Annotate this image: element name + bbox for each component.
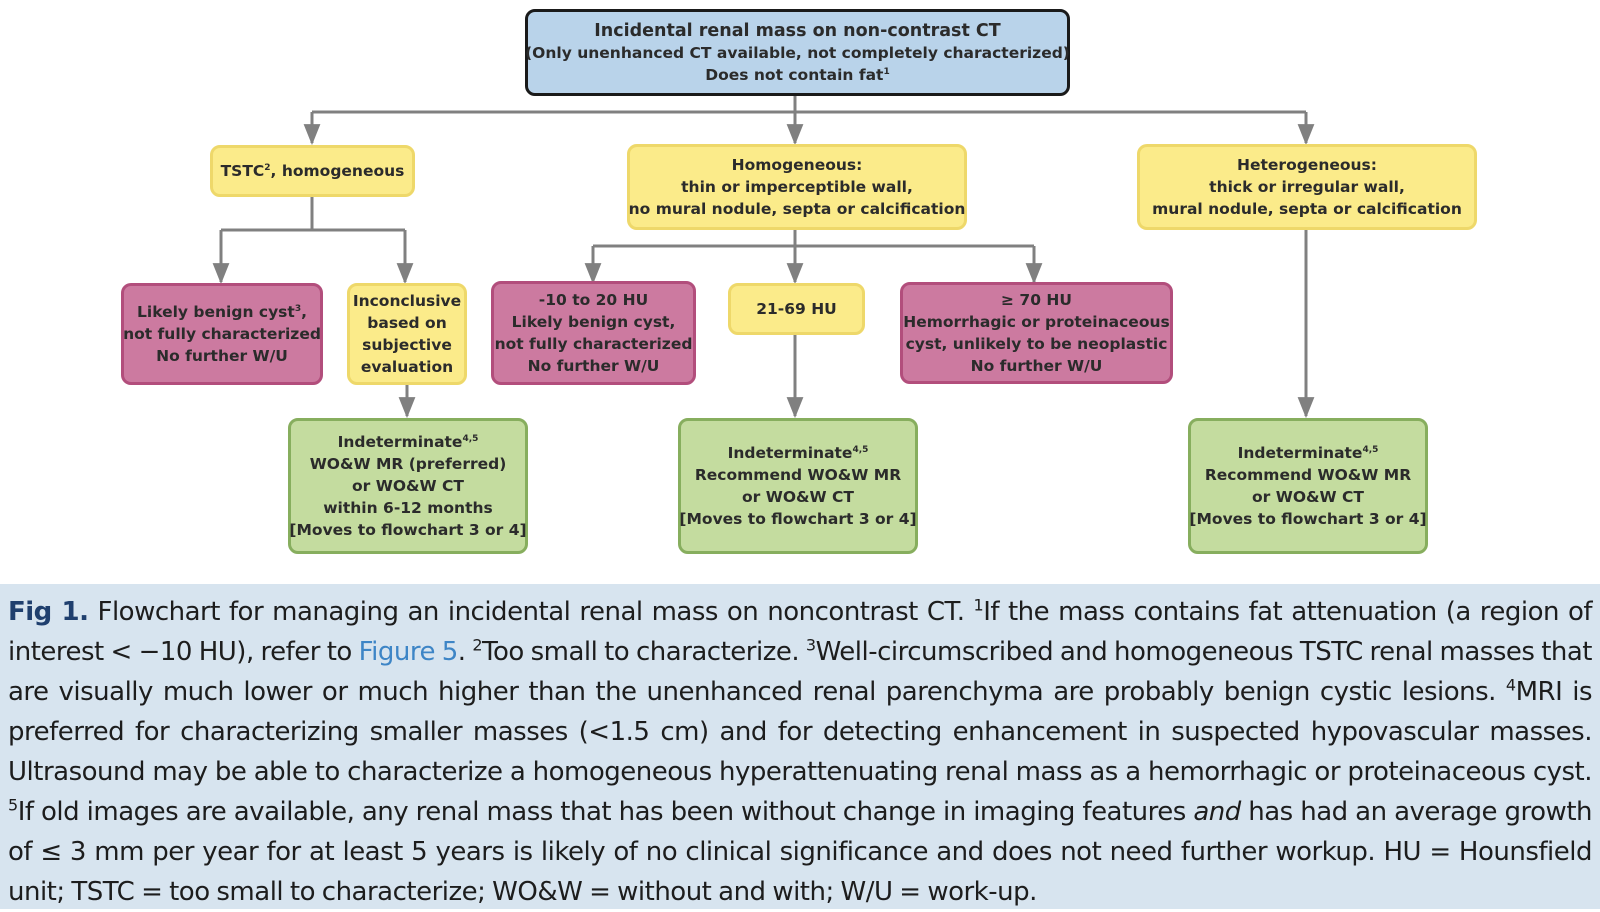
caption-footnote-1: 1 [973, 595, 984, 615]
node-indet-left-line2: WO&W MR (preferred) [309, 455, 507, 473]
node-tstc-label-after: , homogeneous [270, 162, 405, 180]
caption-text-7: If old images are available, any renal m… [17, 797, 1194, 827]
footnote-4-5-marker: 4,5 [462, 433, 479, 444]
node-homogeneous-line1: Homogeneous: [731, 156, 863, 174]
node-inconclusive-line2: based on [367, 314, 447, 332]
node-inconclusive-line4: evaluation [360, 358, 454, 376]
caption-text-5: Well-circumscribed and homogeneous TSTC … [8, 637, 1593, 707]
node-indet-left-line5: [Moves to flowchart 3 or 4] [289, 521, 527, 539]
node-likely-benign-line3: No further W/U [156, 347, 288, 365]
node-homogeneous-line2: thin or imperceptible wall, [681, 178, 913, 196]
caption-text-3: . [457, 637, 473, 667]
node-heterogeneous-line3: mural nodule, septa or calcification [1152, 200, 1462, 218]
node-indet-right-line2: Recommend WO&W MR [1204, 466, 1412, 484]
caption-footnote-5: 5 [8, 795, 18, 815]
flowchart: Incidental renal mass on non-contrast CT… [121, 9, 1477, 554]
node-hu-high-line3: cyst, unlikely to be neoplastic [905, 335, 1168, 353]
node-hu-high-line1: ≥ 70 HU [1001, 291, 1072, 309]
node-indet-left-line4: within 6-12 months [323, 499, 493, 517]
node-hu-mid: 21-69 HU [728, 283, 865, 335]
node-heterogeneous-line2: thick or irregular wall, [1209, 178, 1405, 196]
footnote-3-marker: 3 [294, 303, 302, 314]
node-likely-benign-line2: not fully characterized [123, 325, 321, 343]
node-root-line3: Does not contain fat [705, 65, 884, 84]
caption-footnote-4: 4 [1505, 675, 1516, 695]
node-homogeneous-line3: no mural nodule, septa or calcification [628, 200, 966, 218]
caption-text-8: has had an average growth of ≤ 3 mm per … [8, 797, 1593, 907]
caption-footnote-3: 3 [805, 635, 816, 655]
node-inconclusive-line3: subjective [362, 336, 452, 354]
footnote-2-marker: 2 [264, 162, 271, 173]
node-hu-low-line4: No further W/U [527, 357, 660, 375]
caption-text-2: If the mass contains fat attenuation (a … [8, 597, 1593, 667]
figure-caption: Fig 1. Flowchart for managing an inciden… [0, 584, 1600, 909]
node-indeterminate-left: Indeterminate4,5 WO&W MR (preferred) or … [288, 418, 528, 554]
node-hu-low-line3: not fully characterized [494, 335, 693, 353]
node-indeterminate-right: Indeterminate4,5 Recommend WO&W MR or WO… [1188, 418, 1428, 554]
node-heterogeneous-line1: Heterogeneous: [1237, 156, 1377, 174]
node-inconclusive: Inconclusive based on subjective evaluat… [347, 283, 467, 385]
node-indet-left-line1: Indeterminate [337, 433, 463, 451]
node-indet-mid-line2: Recommend WO&W MR [694, 466, 902, 484]
connector-lines [212, 95, 1315, 419]
node-indet-left-line3: or WO&W CT [352, 477, 464, 495]
caption-footnote-2: 2 [472, 635, 483, 655]
node-likely-benign-comma: , [301, 303, 307, 321]
node-heterogeneous: Heterogeneous: thick or irregular wall, … [1137, 144, 1477, 230]
caption-text-4: Too small to characterize. [482, 637, 806, 667]
figure-label: Fig 1. [8, 597, 89, 627]
footnote-4-5-marker: 4,5 [1362, 444, 1379, 455]
figure-5-link[interactable]: Figure 5 [358, 637, 459, 667]
node-indet-mid-line1: Indeterminate [727, 444, 853, 462]
node-hu-mid-line1: 21-69 HU [756, 300, 837, 318]
caption-text-6: MRI is preferred for characterizing smal… [8, 677, 1593, 787]
node-root-title: Incidental renal mass on non-contrast CT [594, 20, 1001, 41]
node-likely-benign: Likely benign cyst3, not fully character… [121, 283, 323, 385]
node-homogeneous: Homogeneous: thin or imperceptible wall,… [627, 144, 967, 230]
node-indet-mid-line4: [Moves to flowchart 3 or 4] [679, 510, 917, 528]
node-indeterminate-mid: Indeterminate4,5 Recommend WO&W MR or WO… [678, 418, 918, 554]
node-hu-high: ≥ 70 HU Hemorrhagic or proteinaceous cys… [900, 282, 1173, 384]
node-indet-right-line1: Indeterminate [1237, 444, 1363, 462]
node-inconclusive-line1: Inconclusive [352, 292, 462, 310]
node-hu-high-line2: Hemorrhagic or proteinaceous [903, 313, 1170, 331]
node-indet-mid-line3: or WO&W CT [742, 488, 854, 506]
caption-text-1: Flowchart for managing an incidental ren… [88, 597, 974, 627]
node-likely-benign-line1: Likely benign cyst [137, 303, 295, 321]
node-hu-high-line4: No further W/U [970, 357, 1103, 375]
node-tstc: TSTC2, homogeneous [210, 145, 415, 197]
footnote-1-marker: 1 [883, 66, 890, 77]
node-root: Incidental renal mass on non-contrast CT… [525, 9, 1070, 96]
node-tstc-label: TSTC [220, 162, 265, 180]
node-root-line2: (Only unenhanced CT available, not compl… [525, 43, 1070, 62]
caption-emphasis: and [1193, 797, 1241, 827]
node-hu-low: -10 to 20 HU Likely benign cyst, not ful… [491, 281, 696, 385]
footnote-4-5-marker: 4,5 [852, 444, 869, 455]
node-hu-low-line1: -10 to 20 HU [538, 291, 649, 309]
node-hu-low-line2: Likely benign cyst, [511, 313, 676, 331]
node-indet-right-line3: or WO&W CT [1252, 488, 1364, 506]
node-indet-right-line4: [Moves to flowchart 3 or 4] [1189, 510, 1427, 528]
